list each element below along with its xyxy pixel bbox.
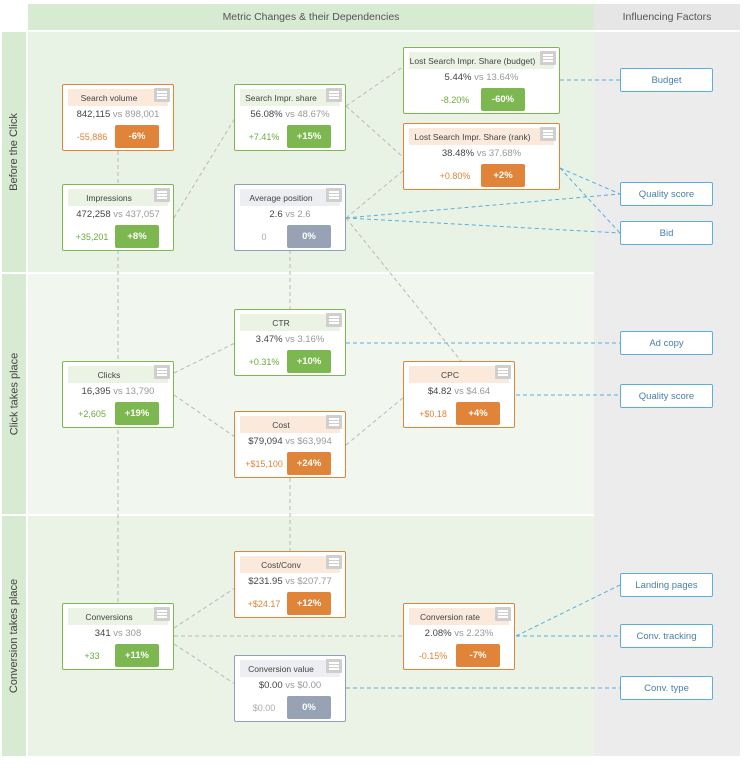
factor-conv-type[interactable]: Conv. type (620, 676, 713, 700)
section-label-conversion: Conversion takes place (2, 516, 26, 756)
node-search-impr-share[interactable]: Search Impr. share 56.08% vs 48.67% +7.4… (234, 84, 346, 151)
link-convrate-landingpages (515, 584, 621, 637)
node-impressions[interactable]: Impressions 472,258 vs 437,057 +35,201 +… (62, 184, 174, 251)
factor-budget[interactable]: Budget (620, 68, 713, 92)
main-header: Metric Changes & their Dependencies (28, 4, 594, 30)
pct-badge: -60% (481, 88, 525, 111)
pct-badge: -7% (456, 644, 500, 667)
menu-icon[interactable] (326, 188, 342, 202)
menu-icon[interactable] (540, 127, 556, 141)
factor-landing-pages[interactable]: Landing pages (620, 573, 713, 597)
menu-icon[interactable] (326, 415, 342, 429)
link-conversions-costconv (173, 587, 236, 629)
pct-badge: +2% (481, 164, 525, 187)
factors-header: Influencing Factors (594, 4, 740, 30)
menu-icon[interactable] (154, 607, 170, 621)
menu-icon[interactable] (326, 313, 342, 327)
menu-icon[interactable] (154, 88, 170, 102)
link-lostrank-qualityscore (559, 167, 621, 195)
link-impressions-imprshare (173, 117, 236, 219)
menu-icon[interactable] (495, 365, 511, 379)
pct-badge: 0% (287, 696, 331, 719)
link-lostrank-bid (559, 167, 621, 234)
menu-icon[interactable] (326, 555, 342, 569)
link-avgpos-cpc (345, 217, 462, 362)
pct-badge: +11% (115, 644, 159, 667)
pct-badge: +12% (287, 592, 331, 615)
pct-badge: +8% (115, 225, 159, 248)
node-lost-rank[interactable]: Lost Search Impr. Share (rank) 38.48% vs… (403, 123, 560, 190)
node-average-position[interactable]: Average position 2.6 vs 2.6 0 0% (234, 184, 346, 251)
link-avgpos-bid (345, 217, 621, 234)
node-ctr[interactable]: CTR 3.47% vs 3.16% +0.31% +10% (234, 309, 346, 376)
menu-icon[interactable] (326, 659, 342, 673)
section-label-before: Before the Click (2, 32, 26, 272)
node-cost-conv[interactable]: Cost/Conv $231.95 vs $207.77 +$24.17 +12… (234, 551, 346, 618)
menu-icon[interactable] (540, 51, 556, 65)
link-imprshare-lostbudget (345, 65, 405, 107)
link-imprshare-lostrank (345, 105, 405, 159)
pct-badge: +10% (287, 350, 331, 373)
node-cost[interactable]: Cost $79,094 vs $63,994 +$15,100 +24% (234, 411, 346, 478)
pct-badge: -6% (115, 125, 159, 148)
node-clicks[interactable]: Clicks 16,395 vs 13,790 +2,605 +19% (62, 361, 174, 428)
pct-badge: 0% (287, 225, 331, 248)
pct-badge: +19% (115, 402, 159, 425)
factor-ad-copy[interactable]: Ad copy (620, 331, 713, 355)
factor-quality-score-cpc[interactable]: Quality score (620, 384, 713, 408)
node-conversions[interactable]: Conversions 341 vs 308 +33 +11% (62, 603, 174, 670)
pct-badge: +4% (456, 402, 500, 425)
section-label-click: Click takes place (2, 274, 26, 514)
menu-icon[interactable] (326, 88, 342, 102)
pct-badge: +24% (287, 452, 331, 475)
link-conversions-convvalue (173, 643, 236, 685)
node-cpc[interactable]: CPC $4.82 vs $4.64 +$0.18 +4% (403, 361, 515, 428)
menu-icon[interactable] (495, 607, 511, 621)
menu-icon[interactable] (154, 188, 170, 202)
factor-quality-score[interactable]: Quality score (620, 182, 713, 206)
node-lost-budget[interactable]: Lost Search Impr. Share (budget) 5.44% v… (403, 47, 560, 114)
link-cost-cpc (345, 396, 405, 446)
pct-badge: +15% (287, 125, 331, 148)
node-conversion-value[interactable]: Conversion value $0.00 vs $0.00 $0.00 0% (234, 655, 346, 722)
factor-bid[interactable]: Bid (620, 221, 713, 245)
node-search-volume[interactable]: Search volume 842,115 vs 898,001 -55,886… (62, 84, 174, 151)
link-clicks-cost (173, 394, 236, 438)
menu-icon[interactable] (154, 365, 170, 379)
link-avgpos-lostrank (345, 169, 405, 219)
link-avgpos-qualityscore (345, 193, 621, 219)
link-clicks-ctr (173, 342, 236, 374)
factor-conv-tracking[interactable]: Conv. tracking (620, 624, 713, 648)
node-conversion-rate[interactable]: Conversion rate 2.08% vs 2.23% -0.15% -7… (403, 603, 515, 670)
